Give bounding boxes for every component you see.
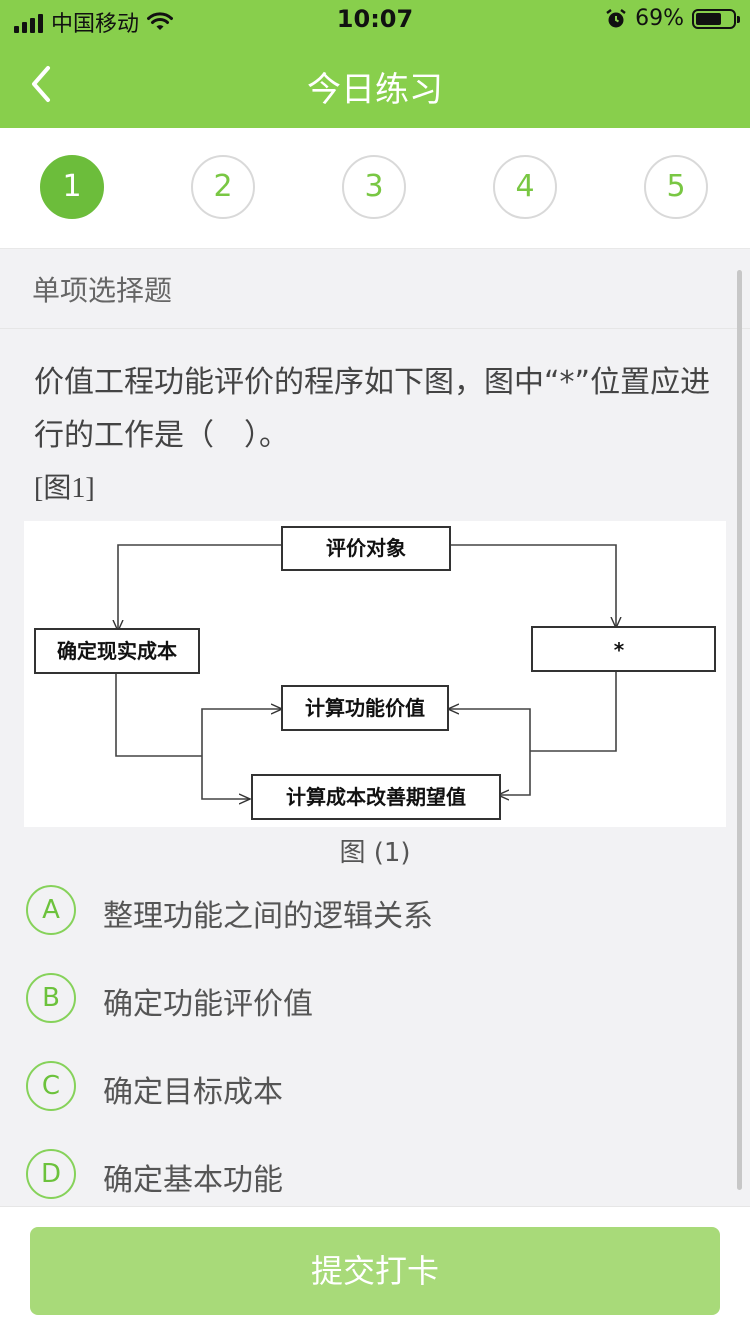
scrollbar[interactable] [737, 270, 742, 1190]
page-title: 今日练习 [307, 70, 443, 110]
step-button-5[interactable]: 5 [644, 155, 708, 219]
flowchart-diagram: 评价对象 确定现实成本 * 计算功能价值 计算成本改善期望值 [34, 526, 716, 820]
step-button-1[interactable]: 1 [40, 155, 104, 219]
option-b[interactable]: B 确定功能评价值 [26, 973, 726, 1025]
clock: 10:07 [336, 5, 414, 33]
carrier-name: 中国移动 [51, 12, 140, 37]
node-right-box [531, 626, 716, 672]
edge-top-to-right [450, 544, 616, 628]
battery-icon [692, 8, 740, 29]
question-figure: 评价对象 确定现实成本 * 计算功能价值 计算成本改善期望值 [24, 521, 726, 827]
status-bar: 中国移动 10:07 69% [0, 0, 750, 40]
back-chevron-icon[interactable] [22, 60, 62, 108]
node-top-box [281, 526, 451, 571]
battery-percent: 69% [635, 6, 684, 31]
bottom-bar: 提交打卡 [0, 1206, 750, 1335]
option-d[interactable]: D 确定基本功能 [26, 1149, 726, 1201]
edge-top-to-left [118, 544, 282, 631]
status-left: 中国移动 [14, 6, 174, 38]
node-middle-label: 计算功能价值 [305, 696, 425, 720]
node-middle-box [281, 685, 449, 731]
option-a-text: 整理功能之间的逻辑关系 [103, 899, 433, 934]
node-right-label: * [614, 638, 625, 662]
figure-reference: [图1] [34, 473, 95, 504]
node-left-label: 确定现实成本 [57, 639, 177, 663]
alarm-icon [606, 8, 626, 27]
option-a-badge: A [26, 885, 76, 935]
nav-bar: 今日练习 [0, 40, 750, 128]
wifi-icon [147, 12, 174, 30]
option-d-text: 确定基本功能 [103, 1163, 283, 1198]
question-step-bar: 1 2 3 4 5 [0, 128, 750, 249]
submit-checkin-button[interactable]: 提交打卡 [30, 1227, 720, 1315]
status-right: 69% [605, 6, 740, 31]
option-d-badge: D [26, 1149, 76, 1199]
option-c[interactable]: C 确定目标成本 [26, 1061, 726, 1113]
question-type-header: 单项选择题 [0, 249, 750, 329]
edge-left-to-middle [201, 709, 282, 756]
step-button-3[interactable]: 3 [342, 155, 406, 219]
node-bottom-box [251, 774, 501, 820]
question-type-label: 单项选择题 [32, 274, 173, 307]
option-b-text: 确定功能评价值 [103, 987, 313, 1022]
signal-icon [14, 11, 43, 33]
step-button-4[interactable]: 4 [493, 155, 557, 219]
option-b-badge: B [26, 973, 76, 1023]
node-bottom-label: 计算成本改善期望值 [286, 785, 466, 809]
edge-right-to-middle [448, 709, 531, 751]
edge-left-to-bottom [201, 756, 250, 799]
option-a[interactable]: A 整理功能之间的逻辑关系 [26, 885, 726, 937]
edge-right-to-bottom [498, 751, 531, 795]
edge-left-down [115, 673, 202, 757]
question-text: 价值工程功能评价的程序如下图，图中“*”位置应进行的工作是（ ）。 [34, 365, 711, 453]
option-c-text: 确定目标成本 [103, 1075, 283, 1110]
step-button-2[interactable]: 2 [191, 155, 255, 219]
node-left-box [34, 628, 200, 674]
figure-caption: 图 (1) [339, 838, 411, 868]
edge-right-down [530, 671, 617, 752]
node-top-label: 评价对象 [326, 536, 406, 560]
option-c-badge: C [26, 1061, 76, 1111]
